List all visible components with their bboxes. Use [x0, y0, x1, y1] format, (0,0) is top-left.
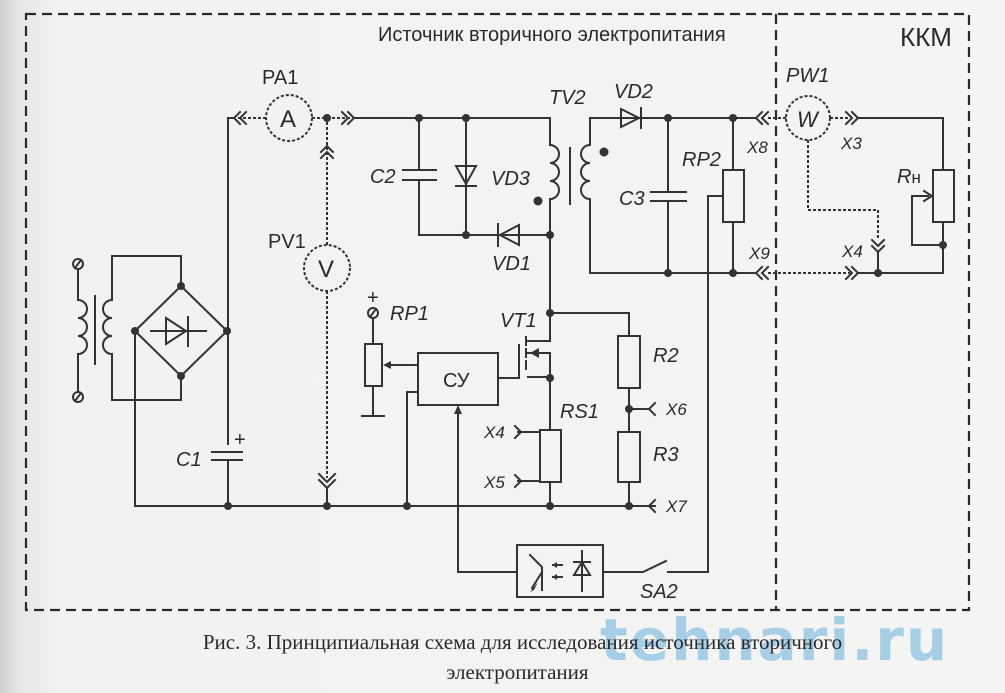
- potentiometer-rp2: RP2: [682, 117, 745, 566]
- x8-label: X8: [746, 138, 768, 157]
- capacitor-c2: C2: [370, 117, 551, 236]
- pw1-label: PW1: [786, 65, 829, 87]
- wattmeter-symbol: W: [797, 107, 820, 132]
- diode-vd1: VD1: [492, 223, 531, 275]
- voltmeter-symbol: V: [318, 256, 334, 283]
- rs1-label: RS1: [560, 401, 599, 423]
- ammeter-pa1: A PA1: [232, 67, 356, 142]
- diode-vd3: VD3: [454, 117, 530, 236]
- c1-label: C1: [176, 449, 202, 471]
- control-unit: СУ: [403, 352, 518, 573]
- watermark: tehnari.ru: [600, 606, 950, 674]
- ground-rail: [134, 330, 656, 507]
- outer-boundary: [24, 12, 971, 612]
- c1-polarity: +: [234, 429, 246, 451]
- r2-label: R2: [653, 345, 679, 367]
- load-resistor-rn: Rн: [857, 117, 955, 277]
- x4-label: X4: [483, 423, 505, 442]
- rn-label: Rн: [897, 166, 921, 188]
- tv2-label: TV2: [549, 87, 586, 109]
- sa2-label: SA2: [640, 581, 678, 603]
- x4-load-label: X4: [841, 242, 863, 261]
- transistor-vt1: VT1: [497, 234, 554, 382]
- rp1-polarity: +: [367, 287, 379, 309]
- x7-label: X7: [665, 497, 687, 516]
- figure-caption-line2: электропитания: [446, 660, 589, 684]
- vd3-label: VD3: [491, 168, 530, 190]
- control-unit-label: СУ: [443, 370, 470, 392]
- pv1-label: PV1: [268, 231, 306, 253]
- shunt-rs1: RS1: [513, 377, 599, 510]
- r3-label: R3: [653, 444, 679, 466]
- vt1-label: VT1: [500, 310, 537, 332]
- diode-bridge: [131, 282, 231, 380]
- c3-label: C3: [619, 188, 645, 210]
- input-transformer: [72, 255, 182, 403]
- voltmeter-pv1: V PV1: [268, 122, 351, 510]
- capacitor-c3: C3: [619, 117, 687, 274]
- pfc-block-title: ККМ: [900, 22, 952, 52]
- primary-top-rail: [353, 117, 551, 146]
- x3-label: X3: [840, 134, 862, 153]
- capacitor-c1: C1 +: [176, 429, 246, 471]
- power-supply-block-title: Источник вторичного электропитания: [378, 24, 726, 46]
- voltage-divider-r2-r3: R2 R3: [549, 312, 679, 514]
- figure-caption-line1: Рис. 3. Принципиальная схема для исследо…: [202, 630, 843, 654]
- wattmeter-pw1: W PW1: [754, 65, 886, 274]
- c2-label: C2: [370, 166, 396, 188]
- x9-label: X9: [748, 244, 770, 263]
- optocoupler: [516, 544, 604, 598]
- rp1-label: RP1: [390, 303, 429, 325]
- vd2-label: VD2: [614, 81, 653, 103]
- pa1-label: PA1: [262, 67, 298, 89]
- diode-vd2: VD2: [614, 81, 653, 129]
- transformer-tv2: TV2: [533, 87, 609, 311]
- x6-label: X6: [665, 400, 687, 419]
- potentiometer-rp1: + RP1: [361, 287, 429, 417]
- switch-sa2: SA2: [602, 559, 709, 603]
- vd1-label: VD1: [492, 253, 531, 275]
- x5-label: X5: [483, 473, 505, 492]
- rp2-label: RP2: [682, 149, 721, 171]
- ammeter-symbol: A: [280, 106, 296, 133]
